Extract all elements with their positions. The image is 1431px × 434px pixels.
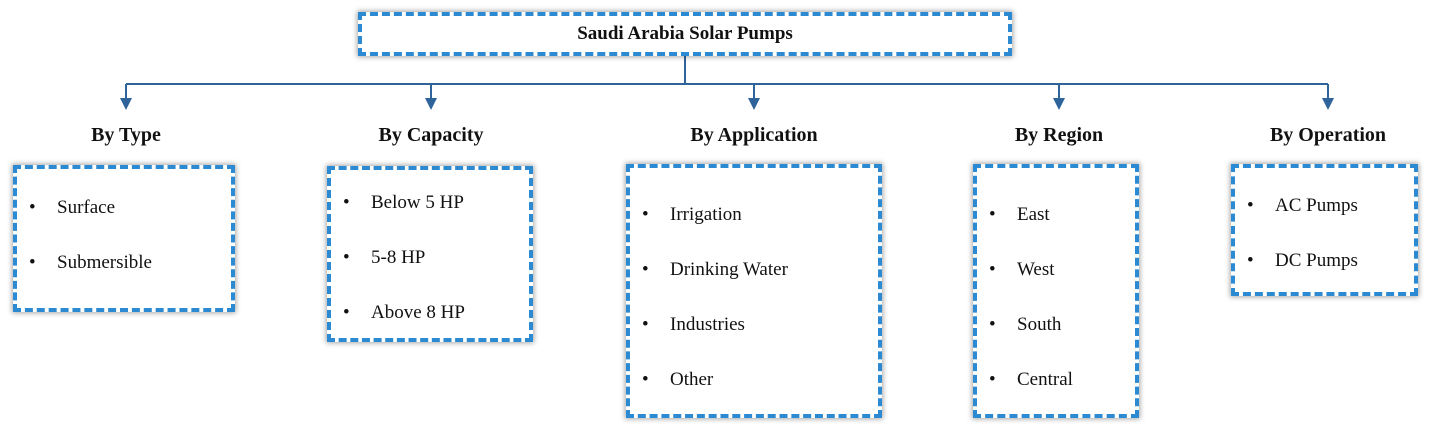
list-item: •Industries bbox=[630, 314, 745, 336]
list-item: •5-8 HP bbox=[331, 247, 425, 269]
list-item: •East bbox=[977, 204, 1050, 226]
category-heading-capacity: By Capacity bbox=[378, 124, 484, 146]
arrow-down-icon bbox=[1053, 98, 1065, 110]
list-item: •Other bbox=[630, 369, 713, 391]
category-box-type: •Surface •Submersible bbox=[13, 165, 235, 312]
list-item: •South bbox=[977, 314, 1061, 336]
bullet-icon: • bbox=[1247, 195, 1254, 216]
list-item: •Irrigation bbox=[630, 204, 742, 226]
category-box-capacity: •Below 5 HP •5-8 HP •Above 8 HP bbox=[327, 166, 533, 342]
bullet-icon: • bbox=[642, 369, 649, 390]
category-heading-operation: By Operation bbox=[1269, 124, 1387, 146]
bullet-icon: • bbox=[29, 252, 36, 273]
bullet-icon: • bbox=[642, 259, 649, 280]
arrow-down-icon bbox=[1322, 98, 1334, 110]
bullet-icon: • bbox=[343, 302, 350, 323]
bullet-icon: • bbox=[989, 314, 996, 335]
category-heading-region: By Region bbox=[1014, 124, 1104, 146]
bullet-icon: • bbox=[29, 197, 36, 218]
bullet-icon: • bbox=[989, 369, 996, 390]
category-box-operation: •AC Pumps •DC Pumps bbox=[1231, 164, 1418, 296]
bullet-icon: • bbox=[642, 204, 649, 225]
list-item: •Drinking Water bbox=[630, 259, 788, 281]
arrow-down-icon bbox=[748, 98, 760, 110]
list-item: •Submersible bbox=[17, 252, 152, 274]
list-item: •DC Pumps bbox=[1235, 250, 1358, 272]
list-item: •Central bbox=[977, 369, 1073, 391]
category-heading-type: By Type bbox=[91, 124, 161, 146]
arrow-down-icon bbox=[425, 98, 437, 110]
category-heading-application: By Application bbox=[690, 124, 818, 146]
bullet-icon: • bbox=[343, 247, 350, 268]
bullet-icon: • bbox=[989, 204, 996, 225]
category-box-region: •East •West •South •Central bbox=[973, 164, 1139, 418]
list-item: •Above 8 HP bbox=[331, 302, 465, 324]
bullet-icon: • bbox=[989, 259, 996, 280]
bullet-icon: • bbox=[1247, 250, 1254, 271]
root-node: Saudi Arabia Solar Pumps bbox=[358, 12, 1012, 56]
bullet-icon: • bbox=[642, 314, 649, 335]
list-item: •Surface bbox=[17, 197, 115, 219]
root-title: Saudi Arabia Solar Pumps bbox=[577, 23, 793, 44]
list-item: •AC Pumps bbox=[1235, 195, 1358, 217]
category-box-application: •Irrigation •Drinking Water •Industries … bbox=[626, 164, 882, 418]
arrow-down-icon bbox=[120, 98, 132, 110]
bullet-icon: • bbox=[343, 192, 350, 213]
list-item: •Below 5 HP bbox=[331, 192, 464, 214]
list-item: •West bbox=[977, 259, 1055, 281]
